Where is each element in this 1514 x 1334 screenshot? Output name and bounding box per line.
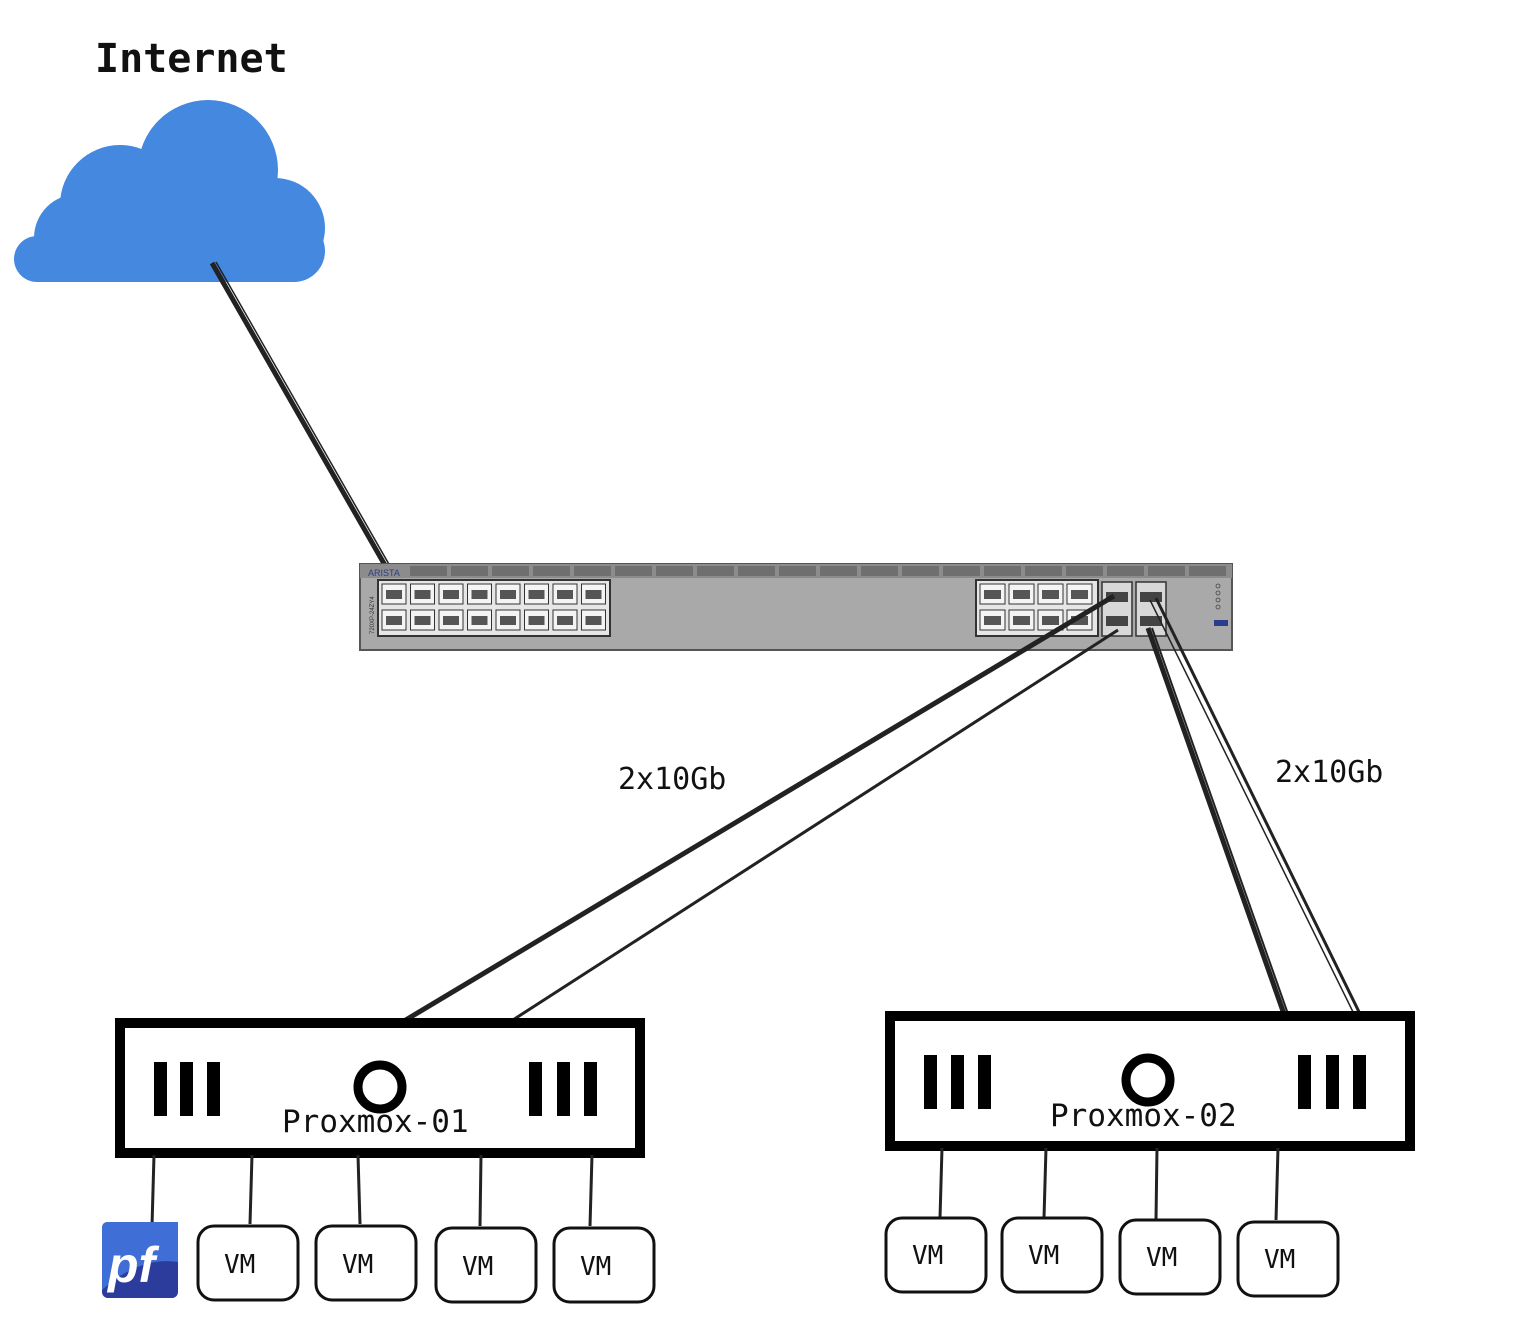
- rj45-port-jack: [1042, 616, 1059, 625]
- rj45-port-jack: [414, 616, 431, 625]
- vm-label: VM: [1028, 1241, 1059, 1271]
- pfsense-logo: pf: [102, 1222, 178, 1298]
- rj45-port-jack: [585, 590, 602, 599]
- internet-uplink-cable: [209, 261, 403, 590]
- rj45-port-jack: [557, 590, 573, 599]
- switch-console-port: [1214, 620, 1228, 626]
- vent-grille: [902, 566, 939, 576]
- vent-grille: [615, 566, 652, 576]
- vent-grille: [1025, 566, 1062, 576]
- proxmox-01-vms: VM VM VM VM: [196, 1224, 656, 1304]
- vm-label: VM: [912, 1241, 943, 1271]
- vent-grille: [1066, 566, 1103, 576]
- rj45-port-jack: [500, 616, 516, 625]
- vent-grille: [451, 566, 488, 576]
- vm-label: VM: [580, 1252, 611, 1282]
- rj45-port-jack: [471, 590, 488, 599]
- link-speed-left: 2x10Gb: [618, 762, 726, 797]
- rj45-port-jack: [471, 616, 488, 625]
- vent-grille: [1148, 566, 1185, 576]
- proxmox-01-name: Proxmox-01: [282, 1104, 469, 1140]
- rj45-port-jack: [1071, 590, 1088, 599]
- vent-grille: [533, 566, 570, 576]
- proxmox-01-guest-links: [150, 1154, 594, 1227]
- vm-label: VM: [462, 1252, 493, 1282]
- rj45-port-jack: [1013, 590, 1030, 599]
- vent-grille: [738, 566, 775, 576]
- vent-grille: [574, 566, 611, 576]
- vent-grille: [697, 566, 734, 576]
- vent-grille: [984, 566, 1021, 576]
- vm-label: VM: [1146, 1243, 1177, 1273]
- rj45-port-jack: [1013, 616, 1030, 625]
- switch-left-ports: [381, 583, 606, 631]
- vent-grille: [820, 566, 857, 576]
- proxmox-01-uplink-cables: [392, 593, 1119, 1030]
- proxmox-01-power-icon: [353, 1060, 407, 1114]
- vm-box: [434, 1226, 538, 1304]
- switch-sfp-port-4: [1140, 616, 1162, 626]
- vm-box: [1118, 1218, 1222, 1296]
- vent-grille: [861, 566, 898, 576]
- switch-model: 720XP-24ZY4: [370, 596, 376, 634]
- vent-grille: [779, 566, 816, 576]
- vm-box: [884, 1216, 988, 1294]
- switch-right-ports: [979, 583, 1093, 631]
- rj45-port-jack: [443, 616, 459, 625]
- rj45-port-jack: [585, 616, 602, 625]
- pfsense-logo-text: pf: [106, 1237, 160, 1293]
- rj45-port-jack: [1042, 590, 1059, 599]
- switch-sfp-port-3: [1140, 592, 1162, 602]
- switch-sfp-port-1: [1106, 592, 1128, 602]
- vm-box: [552, 1226, 656, 1304]
- rj45-port-jack: [528, 616, 545, 625]
- proxmox-02-uplink-cables: [1145, 597, 1364, 1019]
- proxmox-02-vms: VM VM VM VM: [884, 1216, 1340, 1298]
- vent-grille: [1189, 566, 1226, 576]
- rj45-port-jack: [500, 590, 516, 599]
- vent-grille: [410, 566, 447, 576]
- switch-sfp-port-2: [1106, 616, 1128, 626]
- switch-brand: ARISTA: [368, 568, 400, 578]
- rj45-port-jack: [528, 590, 545, 599]
- proxmox-02-server: Proxmox-02: [885, 1011, 1415, 1151]
- rj45-port-jack: [386, 616, 402, 625]
- vm-label: VM: [342, 1250, 373, 1280]
- rj45-port-jack: [557, 616, 573, 625]
- internet-label: Internet: [95, 36, 288, 82]
- vent-grille: [656, 566, 693, 576]
- vm-box: [1000, 1216, 1104, 1294]
- proxmox-02-right-vents: [1298, 1055, 1366, 1109]
- switch-status-leds: [1215, 583, 1221, 610]
- vm-box: [1236, 1220, 1340, 1298]
- rj45-port-jack: [443, 590, 459, 599]
- vm-label: VM: [1264, 1245, 1295, 1275]
- vm-label: VM: [224, 1250, 255, 1280]
- rj45-port-jack: [1071, 616, 1088, 625]
- link-speed-right: 2x10Gb: [1275, 755, 1383, 790]
- cloud-icon: [14, 100, 325, 282]
- vm-box: [314, 1224, 418, 1302]
- switch-vent-grilles: [410, 566, 1226, 576]
- rj45-port-jack: [386, 590, 402, 599]
- vent-grille: [492, 566, 529, 576]
- rj45-port-jack: [984, 616, 1001, 625]
- switch-sfp-ports-a: [1101, 581, 1133, 637]
- proxmox-01-left-vents: [154, 1062, 220, 1116]
- proxmox-02-guest-links: [938, 1147, 1280, 1221]
- proxmox-02-power-icon: [1121, 1053, 1175, 1107]
- proxmox-01-right-vents: [529, 1062, 597, 1116]
- proxmox-02-left-vents: [924, 1055, 991, 1109]
- rj45-port-jack: [984, 590, 1001, 599]
- switch: ARISTA 720XP-24ZY4: [359, 563, 1233, 651]
- vent-grille: [1107, 566, 1144, 576]
- vm-box: [196, 1224, 300, 1302]
- rj45-port-jack: [414, 590, 431, 599]
- proxmox-02-name: Proxmox-02: [1050, 1098, 1237, 1134]
- vent-grille: [943, 566, 980, 576]
- proxmox-01-server: Proxmox-01: [115, 1018, 645, 1158]
